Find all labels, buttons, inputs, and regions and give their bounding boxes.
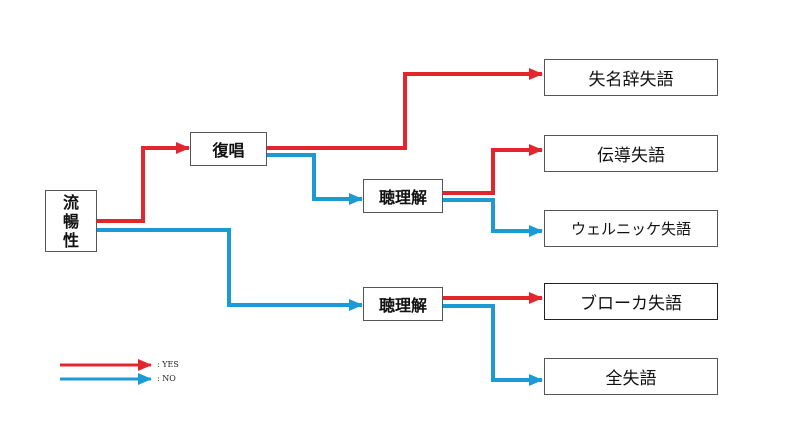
comprehension-node-upper: 聴理解 (363, 179, 443, 213)
legend-yes-label: : YES (157, 360, 179, 369)
legend-no-label: : NO (157, 374, 176, 383)
yes-arrow-fluency-to-repetition (97, 142, 190, 223)
yes-arrow-repetition-to-anomic (267, 68, 543, 150)
no-arrow-comprehension-to-global (443, 304, 543, 386)
wernicke-aphasia-node: ウェルニッケ失語 (544, 210, 718, 247)
fluency-node: 流 暢 性 (45, 190, 97, 252)
fluency-char-2: 暢 (62, 211, 79, 231)
no-arrow-fluency-to-comprehension (97, 228, 363, 311)
no-arrow-repetition-to-comprehension (267, 153, 363, 205)
conduction-aphasia-node: 伝導失語 (544, 135, 718, 172)
no-arrow-comprehension-to-wernicke (443, 198, 543, 237)
global-aphasia-node: 全失語 (544, 358, 718, 395)
broca-aphasia-node: ブローカ失語 (544, 283, 718, 320)
repetition-node: 復唱 (190, 132, 267, 166)
comprehension-node-lower: 聴理解 (363, 287, 443, 321)
anomic-aphasia-node: 失名辞失語 (544, 59, 718, 96)
fluency-char-1: 流 (62, 192, 79, 212)
fluency-char-3: 性 (62, 230, 79, 250)
yes-arrow-comprehension-to-conduction (443, 144, 543, 195)
